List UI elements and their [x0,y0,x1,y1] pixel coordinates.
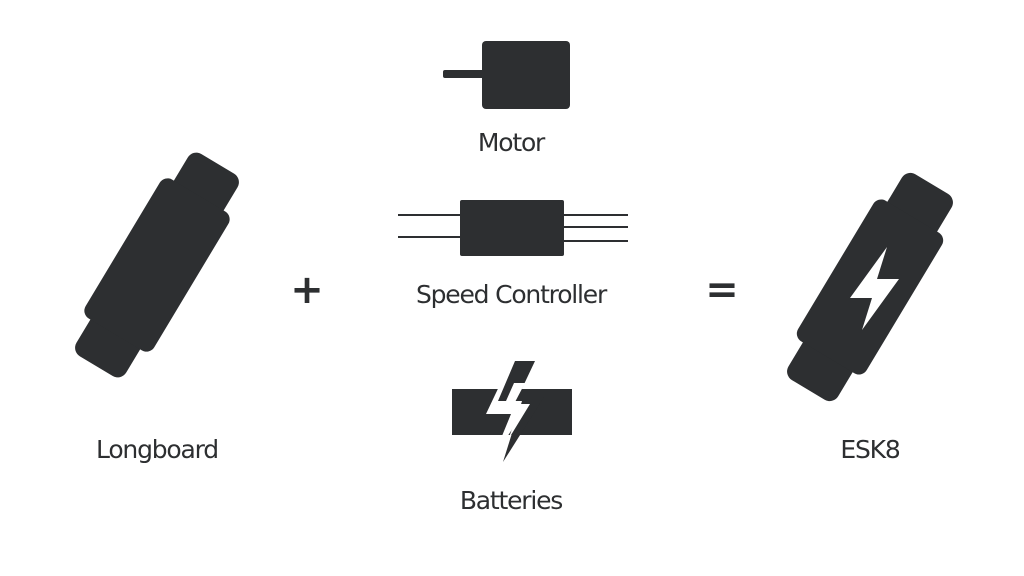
speed-controller-label: Speed Controller [415,280,607,309]
longboard-label: Longboard [96,435,219,464]
battery-lightning-icon [452,361,572,462]
plus-operator: + [290,267,324,313]
equals-operator: = [705,267,739,313]
electric-longboard-icon [787,172,953,402]
motor-label: Motor [477,128,545,157]
batteries-label: Batteries [459,486,563,515]
longboard-icon [75,152,239,378]
speed-controller-icon [398,200,628,256]
esk8-label: ESK8 [840,435,900,464]
motor-icon [443,41,570,109]
